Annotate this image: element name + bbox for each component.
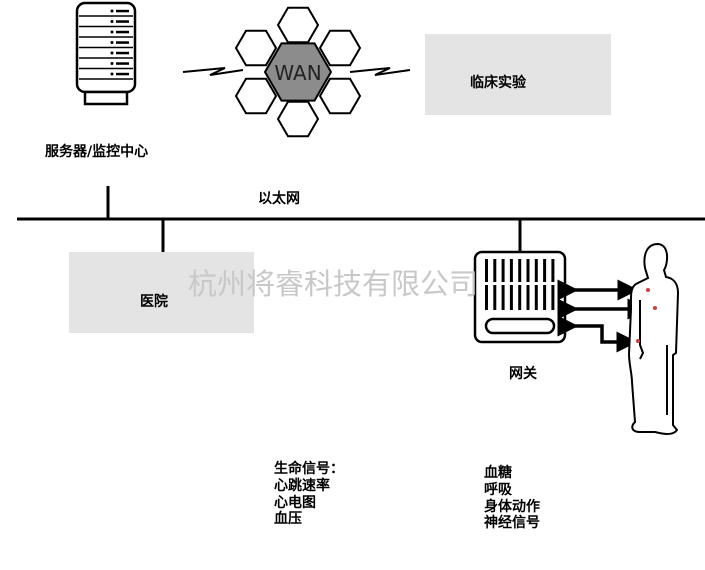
gateway-label: 网关	[509, 365, 537, 382]
sensor-dot	[653, 306, 657, 310]
sensor-dot	[636, 339, 640, 343]
list-item: 心跳速率	[274, 477, 330, 494]
server-icon	[75, 1, 137, 106]
server-label: 服务器/监控中心	[45, 143, 148, 160]
other-signals-list: 血糖 呼吸 身体动作 神经信号	[484, 464, 545, 531]
list-item: 心电图	[274, 494, 316, 511]
clinical-label: 临床实验	[470, 74, 527, 91]
wireless-link-left	[182, 67, 244, 76]
ethernet-label: 以太网	[258, 190, 300, 207]
patient-figure-icon	[627, 242, 680, 435]
sensor-dot	[646, 288, 650, 292]
hospital-label: 医院	[140, 293, 168, 310]
wan-cloud-icon	[234, 6, 362, 138]
list-item: 神经信号	[484, 514, 540, 531]
wan-label: WAN	[274, 61, 321, 85]
list-item: 血压	[274, 510, 302, 527]
wireless-link-right	[349, 67, 411, 76]
list-item: 血糖	[484, 464, 512, 481]
watermark: 杭州将睿科技有限公司	[188, 267, 478, 301]
list-item: 呼吸	[484, 481, 513, 498]
list-item: 生命信号：	[274, 460, 344, 477]
clinical-box	[425, 34, 611, 115]
hospital-box	[69, 252, 254, 333]
vital-signs-list: 生命信号： 心跳速率 心电图 血压	[274, 460, 349, 527]
gateway-icon	[473, 250, 567, 344]
list-item: 身体动作	[484, 498, 540, 515]
